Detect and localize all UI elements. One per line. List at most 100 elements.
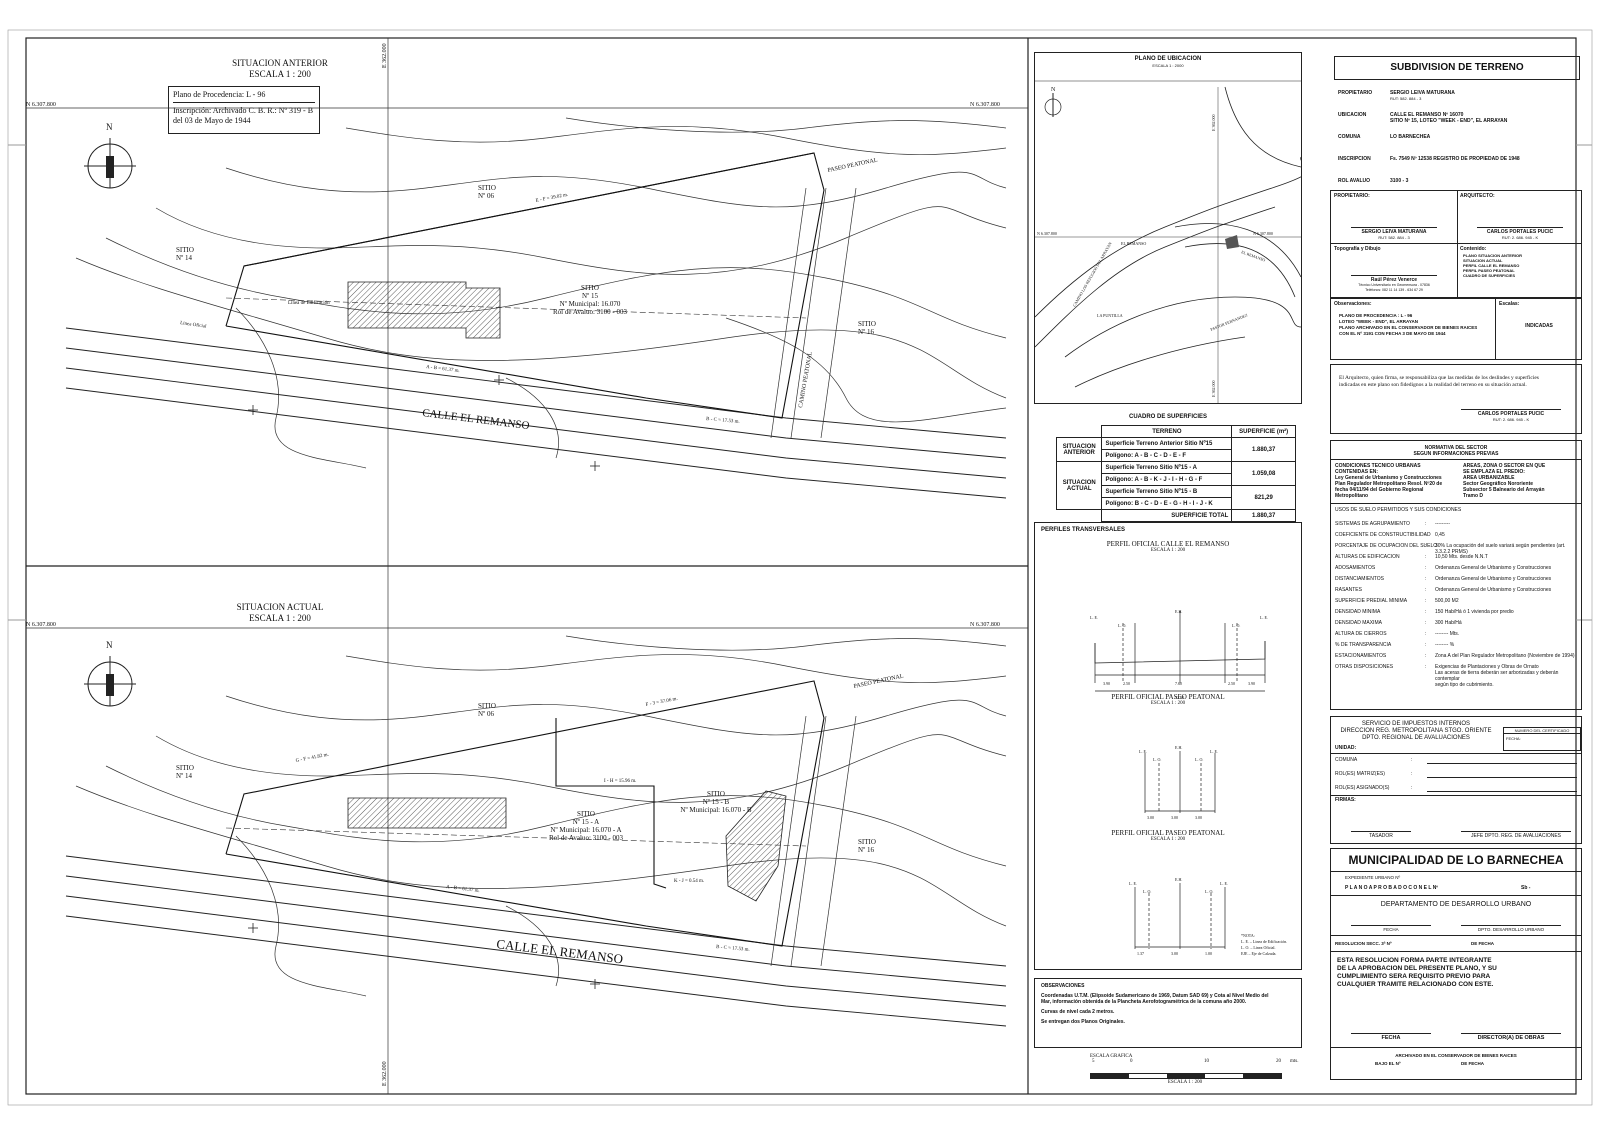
uso-key: DENSIDAD MAXIMA <box>1335 620 1382 626</box>
resol-l3: CUMPLIMIENTO SERA REQUISITO PREVIO PARA <box>1337 973 1491 980</box>
linea-oficial-label-anterior: Linea Oficial <box>180 321 208 330</box>
sii-matriz: ROL(ES) MATRIZ(ES) <box>1335 771 1385 777</box>
existing-buildings-actual <box>347 790 787 902</box>
seg-bc-anterior: B - C = 17.53 m. <box>706 417 740 425</box>
seg-ab-actual: A - B = 61.37 m. <box>446 885 480 894</box>
declaracion-text: El Arquitecto, quien firma, se responsab… <box>1339 375 1539 389</box>
topo-name: Raúl Pérez Venerce <box>1370 277 1418 283</box>
calle-el-remanso-lines <box>65 327 1007 499</box>
contenido-item: CUADRO DE SUPERFICIES <box>1463 273 1516 278</box>
escala-label: ESCALA 1 : 200 <box>1167 1080 1203 1085</box>
site-location-marker <box>1225 235 1239 249</box>
sitio-15b-l1: SITIO <box>707 790 725 798</box>
normativa-title-2: SEGUN INFORMACIONES PREVIAS <box>1413 451 1499 457</box>
cajetin-title: SUBDIVISION DE TERRENO <box>1390 62 1524 73</box>
uso-colon: : <box>1425 532 1427 538</box>
p3-eje: E.H. <box>1175 877 1182 882</box>
tick-4: 20 <box>1276 1059 1281 1064</box>
comuna-key: COMUNA <box>1338 134 1361 140</box>
uso-key: ADOSAMIENTOS <box>1335 565 1376 571</box>
muni-title: MUNICIPALIDAD DE LO BARNECHEA <box>1348 853 1564 867</box>
sitio-15-l3: Nº Municipal: 16.070 <box>560 300 621 308</box>
escalas-value: INDICADAS <box>1525 323 1553 329</box>
total-label: SUPERFICIE TOTAL <box>1101 509 1233 522</box>
sii-l1: SERVICIO DE IMPUESTOS INTERNOS <box>1361 721 1471 727</box>
tick-5: mts. <box>1290 1059 1299 1064</box>
obs-item: PLANO ARCHIVADO EN EL CONSERVADOR DE BIE… <box>1339 325 1478 330</box>
muni-sb: Sb - <box>1521 885 1531 891</box>
uso-colon: : <box>1425 631 1427 637</box>
uso-key: RASANTES <box>1335 587 1362 593</box>
inscripcion-line-1: Inscripción: Archivado C. B. R.: Nº 319 … <box>173 106 314 115</box>
muni-archivado-3: DE FECHA <box>1461 1061 1485 1066</box>
row-5-value: 821,29 <box>1231 485 1296 510</box>
uso-value: Ordenanza General de Urbanismo y Constru… <box>1435 576 1552 582</box>
muni-dpto: DPTO. DESARROLLO URBANO <box>1477 927 1545 932</box>
north-letter-anterior: N <box>106 122 113 132</box>
cond-l6: Metropolitano <box>1335 493 1369 499</box>
sii-unidad: UNIDAD: <box>1335 745 1357 751</box>
area-l4: Sector Geográfico Nororiente <box>1463 481 1534 487</box>
perfiles-title: PERFILES TRANSVERSALES <box>1041 527 1126 533</box>
actual-scale: ESCALA 1 : 200 <box>249 613 311 623</box>
normativa-box: NORMATIVA DEL SECTOR SEGUN INFORMACIONES… <box>1330 440 1582 710</box>
p2-title: PERFIL OFICIAL PASEO PEATONAL <box>1111 693 1225 701</box>
area-l6: Tramo D <box>1463 493 1484 499</box>
contenido-item: PERFIL PASEO PEATONAL <box>1463 268 1515 273</box>
north-arrow-ubicacion <box>1044 93 1062 117</box>
obs-cajetin-label: Observaciones: <box>1334 301 1372 307</box>
sii-firmas: FIRMAS: <box>1335 797 1356 803</box>
escalas-label: Escalas: <box>1499 301 1520 307</box>
row-1-value: 1.880,37 <box>1231 437 1296 462</box>
sitio-15a-l3: Nº Municipal: 16.070 - A <box>550 826 621 834</box>
uso-colon: : <box>1425 609 1427 615</box>
nota-1: *NOTA: <box>1241 933 1255 938</box>
ubicacion-scale: ESCALA 1 : 2000 <box>1152 63 1184 68</box>
muni-resolucion-block: ESTA RESOLUCION FORMA PARTE INTEGRANTE D… <box>1337 957 1497 989</box>
firmas-box: PROPIETARIO: ARQUITECTO: SERGIO LEIVA MA… <box>1330 190 1582 298</box>
perfiles-panel: PERFILES TRANSVERSALES PERFIL OFICIAL CA… <box>1034 522 1302 970</box>
inscripcion-key: INSCRIPCION <box>1338 156 1371 162</box>
row-2: Polígono: A - B - C - D - E - F <box>1101 449 1233 462</box>
uso-colon: : <box>1425 521 1427 527</box>
muni-archivado-2: BAJO EL Nº <box>1375 1061 1401 1066</box>
row-5: Superficie Terreno Sitio Nº15 - B <box>1101 485 1233 498</box>
declaracion-l2: indicadas en este plano son fidedignos a… <box>1339 382 1527 388</box>
usos-title: USOS DE SUELO PERMITIDOS Y SUS CONDICION… <box>1335 507 1462 513</box>
uso-colon: : <box>1425 565 1427 571</box>
obs-cajetin-list: PLANO DE PROCEDENCIA : L - 96 LOTEO "WEE… <box>1339 313 1477 337</box>
row-1: Superficie Terreno Anterior Sitio Nº15 <box>1101 437 1233 450</box>
p1-dim-5: 3.90 <box>1248 681 1255 686</box>
resol-l1: ESTA RESOLUCION FORMA PARTE INTEGRANTE <box>1337 957 1492 964</box>
contenido-item: PERFIL CALLE EL REMANSO <box>1463 263 1520 268</box>
linea-edificacion-actual <box>225 827 807 847</box>
anterior-title-block: SITUACION ANTERIOR ESCALA 1 : 200 <box>190 58 370 80</box>
uso-key: % DE TRANSPARENCIA <box>1335 642 1392 648</box>
p1-le-right: L. E. <box>1260 615 1268 620</box>
sitio-15-l2: Nº 15 <box>582 292 598 300</box>
declaracion-box: El Arquitecto, quien firma, se responsab… <box>1330 364 1582 434</box>
sii-asignado: ROL(ES) ASIGNADO(S) <box>1335 785 1390 791</box>
p1-dim-3: 7.60 <box>1175 681 1182 686</box>
uso-value: Ordenanza General de Urbanismo y Constru… <box>1435 587 1552 593</box>
p3-lo-left: L. O. <box>1143 889 1151 894</box>
row-6: Polígono: B - C - D - E - G - H - I - J … <box>1101 497 1233 510</box>
procedencia-line: Plano de Procedencia: L - 96 <box>173 90 315 103</box>
cajetin-info: PROPIETARIO SERGIO LEIVA MATURANA RUT: 5… <box>1334 84 1580 188</box>
camino-peatonal <box>770 187 857 439</box>
uso-value: 0,45 <box>1435 532 1445 538</box>
contour-lines <box>75 117 1007 469</box>
row-4: Polígono: A - B - K - J - I - H - G - F <box>1101 473 1233 486</box>
seg-ef-anterior: E - F = 39.02 m. <box>535 193 568 204</box>
north-arrow-anterior <box>84 138 136 189</box>
arq-rut: RUT: 2. 686. 945 - K <box>1501 235 1539 240</box>
nota-4: EJE – Eje de Calzada. <box>1241 951 1276 956</box>
uso-value: 30% La ocupación del suelo variará según… <box>1435 543 1566 555</box>
p1-eje: E.H. <box>1175 609 1182 614</box>
